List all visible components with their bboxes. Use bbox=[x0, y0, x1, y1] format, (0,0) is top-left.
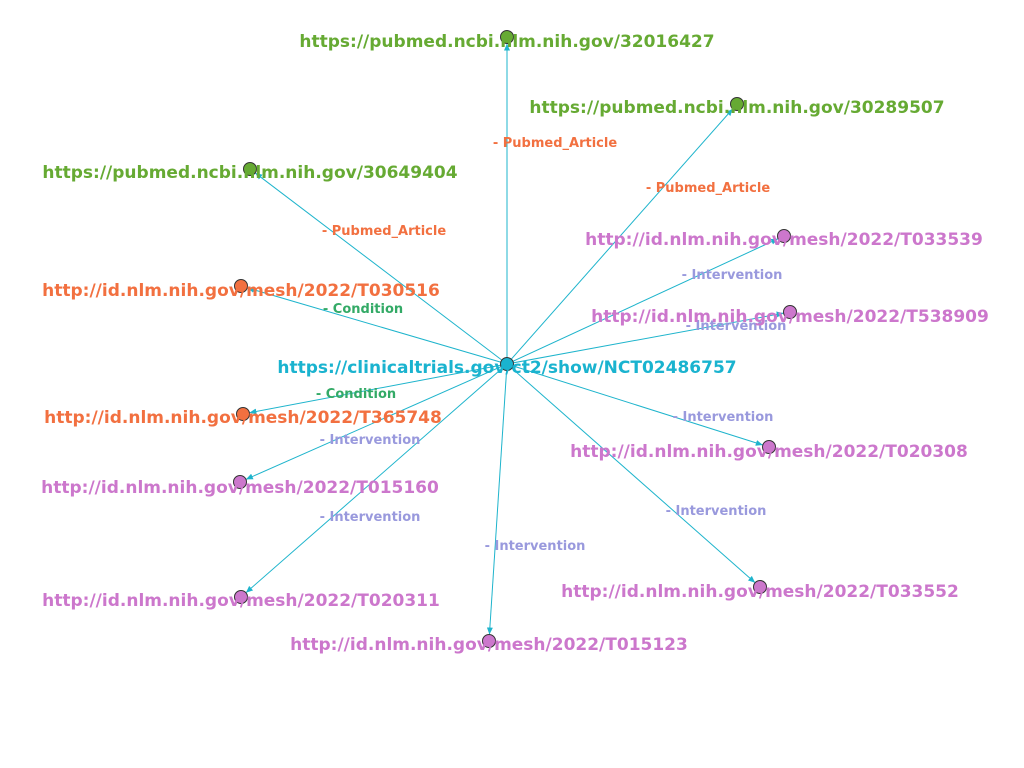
edge-label: - Intervention bbox=[686, 319, 787, 334]
graph-node-pubmed[interactable] bbox=[500, 30, 514, 44]
node-label: https://pubmed.ncbi.nlm.nih.gov/30289507 bbox=[529, 98, 944, 118]
edge-label: - Intervention bbox=[485, 539, 586, 554]
graph-edge bbox=[506, 108, 734, 365]
graph-node-pubmed[interactable] bbox=[243, 162, 257, 176]
edge-label: - Intervention bbox=[666, 504, 767, 519]
graph-edge bbox=[506, 311, 784, 365]
edge-label: - Pubmed_Article bbox=[493, 136, 617, 151]
node-label: http://id.nlm.nih.gov/mesh/2022/T033539 bbox=[585, 230, 983, 250]
graph-node-intervention[interactable] bbox=[777, 229, 791, 243]
node-label: http://id.nlm.nih.gov/mesh/2022/T020308 bbox=[570, 442, 968, 462]
graph-node-intervention[interactable] bbox=[753, 580, 767, 594]
edge-label: - Intervention bbox=[320, 510, 421, 525]
node-label: http://id.nlm.nih.gov/mesh/2022/T020311 bbox=[42, 591, 440, 611]
node-label: http://id.nlm.nih.gov/mesh/2022/T015160 bbox=[41, 478, 439, 498]
graph-node-pubmed[interactable] bbox=[730, 97, 744, 111]
graph-node-intervention[interactable] bbox=[233, 475, 247, 489]
edge-label: - Pubmed_Article bbox=[322, 224, 446, 239]
edge-label: - Pubmed_Article bbox=[646, 181, 770, 196]
edges-layer bbox=[245, 43, 784, 635]
node-label: http://id.nlm.nih.gov/mesh/2022/T030516 bbox=[42, 281, 440, 301]
graph-edge bbox=[245, 363, 508, 480]
graph-node-intervention[interactable] bbox=[482, 634, 496, 648]
graph-edge bbox=[245, 363, 508, 594]
graph-node-condition[interactable] bbox=[236, 407, 250, 421]
graph-edge bbox=[506, 363, 763, 446]
edge-label: - Intervention bbox=[673, 410, 774, 425]
graph-edge bbox=[506, 238, 779, 365]
graph-edge bbox=[247, 286, 508, 365]
edge-labels-layer: - Pubmed_Article - Pubmed_Article - Pubmed… bbox=[316, 136, 787, 554]
graph-edge bbox=[249, 363, 508, 415]
graph-node-intervention[interactable] bbox=[783, 305, 797, 319]
graph-edge bbox=[506, 363, 756, 584]
node-label: https://pubmed.ncbi.nlm.nih.gov/30649404 bbox=[42, 163, 457, 183]
graph-node-intervention[interactable] bbox=[234, 590, 248, 604]
edge-label: - Condition bbox=[323, 302, 403, 317]
node-label: http://id.nlm.nih.gov/mesh/2022/T033552 bbox=[561, 582, 959, 602]
node-label: http://id.nlm.nih.gov/mesh/2022/T365748 bbox=[44, 408, 442, 428]
graph-node-condition[interactable] bbox=[234, 279, 248, 293]
graph-node-trial[interactable] bbox=[500, 357, 514, 371]
graph-node-intervention[interactable] bbox=[762, 440, 776, 454]
node-label: https://pubmed.ncbi.nlm.nih.gov/32016427 bbox=[299, 32, 714, 52]
edge-label: - Intervention bbox=[682, 268, 783, 283]
node-label: http://id.nlm.nih.gov/mesh/2022/T538909 bbox=[591, 307, 989, 327]
edge-label: - Intervention bbox=[320, 433, 421, 448]
nodes-layer bbox=[233, 30, 797, 648]
node-label: http://id.nlm.nih.gov/mesh/2022/T015123 bbox=[290, 635, 688, 655]
edge-label: - Condition bbox=[316, 387, 396, 402]
node-labels-layer: https://pubmed.ncbi.nlm.nih.gov/32016427… bbox=[41, 32, 989, 655]
graph-edge bbox=[254, 172, 508, 365]
center-node-label: https://clinicaltrials.gov/ct2/show/NCT0… bbox=[277, 358, 736, 378]
graph-edge bbox=[486, 363, 508, 635]
